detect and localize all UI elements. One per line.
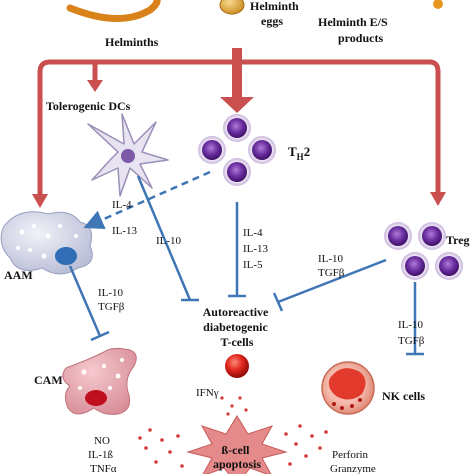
il13-dc-label: IL-13 (112, 225, 138, 237)
red-arrow-network (37, 48, 441, 196)
th2-label: TH2 (288, 144, 310, 162)
helminth-egg-icon (219, 0, 245, 15)
helminth-worm-icon (66, 0, 161, 22)
autoreactive-tcells-label: Autoreactive diabetogenic T-cells (203, 305, 272, 349)
blue-interaction-lines (68, 170, 424, 356)
th2-cytokine-1: IL-4 (243, 227, 263, 239)
cam-macrophage-icon (62, 347, 137, 415)
cam-output-labels: NO IL-1ß TNFα (88, 435, 117, 474)
aam-macrophage-icon (0, 211, 93, 275)
th2-cytokine-2: IL-13 (243, 243, 269, 255)
il10-dc-label: IL-10 (156, 235, 182, 247)
nk-cell-icon (321, 361, 375, 415)
dc-red-arrowhead (87, 80, 103, 92)
dendritic-cell-icon (87, 113, 169, 197)
central-red-arrowhead (220, 97, 254, 113)
nk-output-labels: Perforin Granzyme (330, 449, 376, 474)
cytotoxic-particle-dots (138, 396, 328, 468)
nk-cytokine-1: IL-10 (398, 319, 424, 331)
aam-red-arrowhead (32, 194, 48, 208)
nk-cells-label: NK cells (382, 389, 425, 403)
treg-red-arrowhead (430, 192, 446, 206)
ifn-gamma-label: IFNγ (196, 387, 219, 399)
helminth-eggs-label: Helminth eggs (250, 0, 302, 28)
beta-cell-apoptosis-burst (186, 415, 288, 474)
autoreactive-tcell-icon (225, 354, 249, 378)
th2-cytokine-3: IL-5 (243, 259, 263, 271)
aam-cytokine-1: IL-10 (98, 287, 124, 299)
treg-label: Treg (446, 233, 470, 247)
il4-dc-label: IL-4 (112, 199, 132, 211)
tolerogenic-dcs-label: Tolerogenic DCs (46, 99, 131, 113)
cam-label: CAM (34, 373, 63, 387)
es-products-icon (433, 0, 443, 9)
beta-cell-apoptosis-label: ß-cell apoptosis (213, 443, 261, 471)
helminths-label: Helminths (105, 35, 159, 49)
aam-label: AAM (4, 268, 33, 282)
aam-cytokine-2: TGFβ (98, 301, 125, 313)
th2-cell-cluster (198, 114, 276, 186)
nk-cytokine-2: TGFβ (398, 335, 425, 347)
treg-cytokine-1: IL-10 (318, 253, 344, 265)
treg-cell-cluster (384, 222, 463, 280)
treg-cytokine-2: TGFβ (318, 267, 345, 279)
es-products-label: Helminth E/S products (318, 15, 391, 45)
